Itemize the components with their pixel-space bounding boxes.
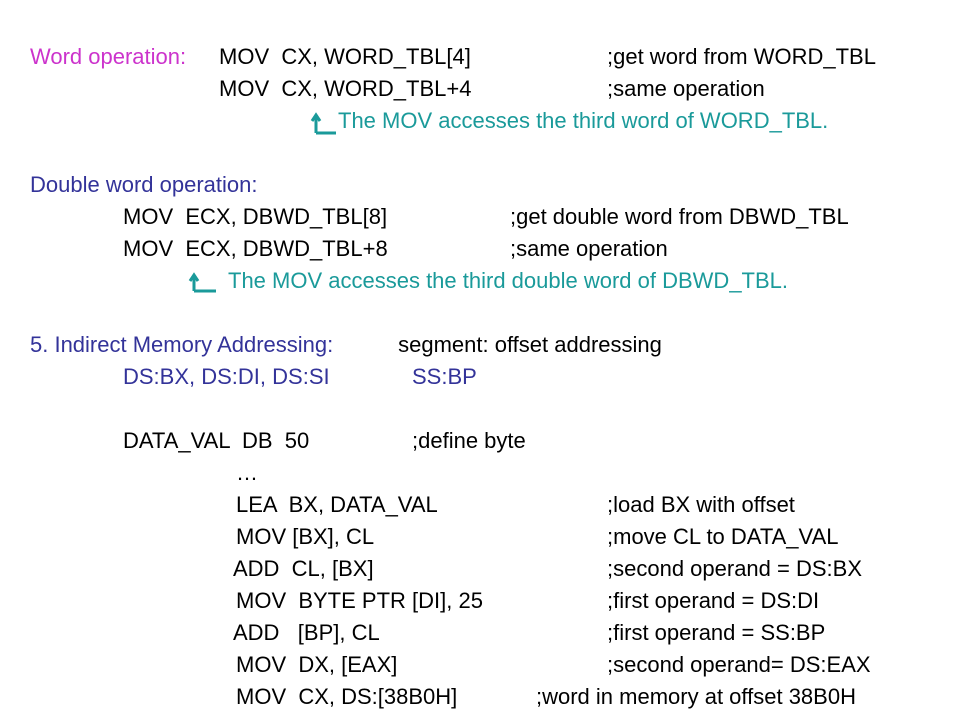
dword-op-note: The MOV accesses the third double word o…	[228, 268, 789, 293]
code-comment: ;second operand = DS:BX	[607, 556, 862, 581]
ellipsis: …	[236, 460, 258, 485]
code-line: ADD [BP], CL	[233, 620, 380, 645]
dword-op-comment-1: ;get double word from DBWD_TBL	[510, 204, 849, 229]
indirect-ds-registers: DS:BX, DS:DI, DS:SI	[123, 364, 330, 389]
code-comment: ;first operand = SS:BP	[607, 620, 826, 645]
code-comment: ;load BX with offset	[607, 492, 795, 517]
code-comment: ;second operand= DS:EAX	[607, 652, 871, 677]
indirect-heading: 5. Indirect Memory Addressing:	[30, 332, 334, 357]
return-arrow-icon	[188, 272, 216, 293]
word-op-label: Word operation:	[30, 44, 187, 69]
dword-op-code-1: MOV ECX, DBWD_TBL[8]	[123, 204, 388, 229]
code-line: LEA BX, DATA_VAL	[236, 492, 438, 517]
indirect-heading-rest: segment: offset addressing	[392, 332, 662, 357]
dword-op-comment-2: ;same operation	[510, 236, 668, 261]
dword-op-code-2: MOV ECX, DBWD_TBL+8	[123, 236, 388, 261]
return-arrow-icon	[310, 112, 336, 135]
code-comment: ;move CL to DATA_VAL	[607, 524, 839, 549]
code-comment: ;word in memory at offset 38B0H	[536, 684, 856, 709]
word-op-note: The MOV accesses the third word of WORD_…	[338, 108, 829, 133]
word-op-comment-1: ;get word from WORD_TBL	[607, 44, 876, 69]
word-op-code-1: MOV CX, WORD_TBL[4]	[219, 44, 471, 69]
code-line: ADD CL, [BX]	[233, 556, 374, 581]
indirect-ss-register: SS:BP	[412, 364, 477, 389]
code-line: MOV [BX], CL	[236, 524, 375, 549]
define-code: DATA_VAL DB 50	[123, 428, 310, 453]
code-comment: ;first operand = DS:DI	[607, 588, 820, 613]
define-comment: ;define byte	[412, 428, 526, 453]
word-op-comment-2: ;same operation	[607, 76, 765, 101]
code-line: MOV DX, [EAX]	[236, 652, 398, 677]
dword-op-label: Double word operation:	[30, 172, 258, 197]
code-line: MOV CX, DS:[38B0H]	[236, 684, 458, 709]
word-op-code-2: MOV CX, WORD_TBL+4	[219, 76, 472, 101]
code-line: MOV BYTE PTR [DI], 25	[236, 588, 483, 613]
